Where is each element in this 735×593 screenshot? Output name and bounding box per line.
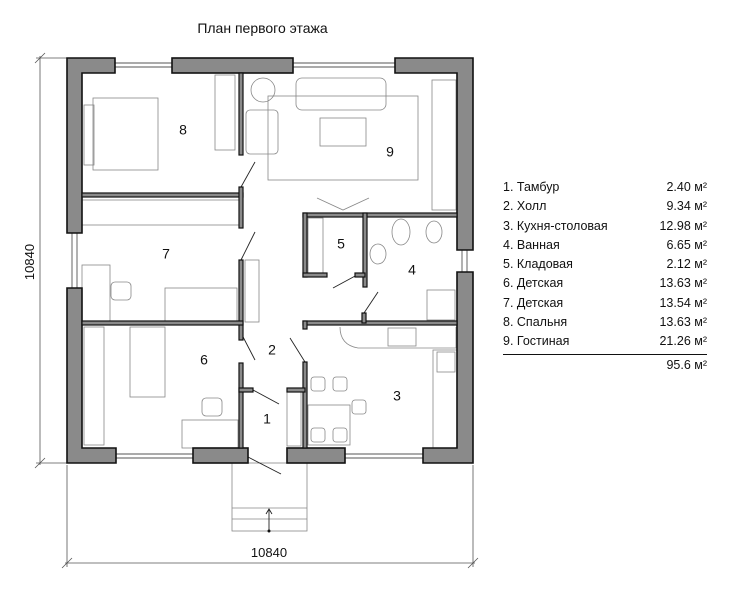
outer-walls bbox=[66, 57, 474, 464]
legend-area: 13.63 м² bbox=[659, 315, 707, 330]
desk-6 bbox=[181, 419, 239, 449]
legend-area: 6.65 м² bbox=[666, 237, 707, 252]
double-bed bbox=[92, 97, 159, 171]
room-label-7: 7 bbox=[162, 246, 170, 262]
legend-label: 1. Тамбур bbox=[503, 180, 560, 194]
dining-table bbox=[307, 404, 351, 446]
room-label-9: 9 bbox=[386, 144, 394, 160]
legend-row: 5. Кладовая 2.12 м² bbox=[503, 255, 707, 274]
rug bbox=[267, 95, 419, 181]
furniture bbox=[81, 74, 458, 449]
legend-divider bbox=[503, 353, 707, 355]
area-legend: 1. Тамбур 2.40 м² 2. Холл 9.34 м² 3. Кухня… bbox=[503, 178, 707, 375]
dimension-lines bbox=[34, 52, 479, 569]
plant bbox=[250, 77, 276, 103]
single-bed-6 bbox=[129, 326, 166, 398]
legend-label: 2. Холл bbox=[503, 199, 547, 214]
room-label-8: 8 bbox=[179, 122, 187, 138]
shelving bbox=[431, 79, 457, 211]
washbasin bbox=[369, 243, 387, 265]
legend-label: 9. Гостиная bbox=[503, 334, 570, 349]
wardrobe bbox=[214, 74, 236, 151]
legend-label: 3. Кухня-столовая bbox=[503, 218, 608, 233]
windows bbox=[71, 62, 468, 459]
chair-7 bbox=[110, 281, 132, 301]
room-label-6: 6 bbox=[200, 352, 208, 368]
legend-area: 9.34 м² bbox=[666, 199, 707, 214]
porch bbox=[231, 462, 308, 533]
legend-row: 7. Детская 13.54 м² bbox=[503, 294, 707, 313]
legend-label: 6. Детская bbox=[503, 276, 564, 291]
legend-row: 4. Ванная 6.65 м² bbox=[503, 236, 707, 255]
sofa bbox=[295, 77, 387, 111]
legend-row: 8. Спальня 13.63 м² bbox=[503, 313, 707, 332]
coffee-table bbox=[319, 117, 367, 147]
legend-label: 4. Ванная bbox=[503, 237, 560, 252]
single-bed-7 bbox=[164, 287, 238, 322]
legend-label: 7. Детская bbox=[503, 295, 564, 310]
legend-label: 5. Кладовая bbox=[503, 257, 573, 272]
legend-row: 6. Детская 13.63 м² bbox=[503, 274, 707, 293]
legend-row: 3. Кухня-столовая 12.98 м² bbox=[503, 217, 707, 236]
shower bbox=[426, 289, 456, 321]
room-label-1: 1 bbox=[263, 411, 271, 427]
dimension-height: 10840 bbox=[22, 244, 37, 280]
legend-row: 1. Тамбур 2.40 м² bbox=[503, 178, 707, 197]
dimension-width: 10840 bbox=[251, 545, 287, 560]
legend-area: 12.98 м² bbox=[659, 218, 707, 233]
interior-walls bbox=[81, 72, 458, 449]
room-label-5: 5 bbox=[337, 236, 345, 252]
legend-row: 2. Холл 9.34 м² bbox=[503, 197, 707, 216]
legend-area: 21.26 м² bbox=[659, 334, 707, 349]
room-label-2: 2 bbox=[268, 342, 276, 358]
room-label-4: 4 bbox=[408, 262, 416, 278]
wardrobe-6 bbox=[83, 326, 105, 446]
desk-7 bbox=[81, 264, 111, 322]
doors bbox=[240, 161, 379, 475]
chair-6 bbox=[201, 397, 223, 417]
bidet bbox=[425, 220, 443, 244]
plan-title: План первого этажа bbox=[197, 20, 328, 36]
legend-area: 2.40 м² bbox=[666, 180, 707, 194]
room-label-3: 3 bbox=[393, 388, 401, 404]
legend-label: 8. Спальня bbox=[503, 315, 568, 330]
storage-shelves bbox=[307, 217, 324, 274]
legend-area: 13.54 м² bbox=[659, 295, 707, 310]
wardrobe-7 bbox=[81, 199, 241, 226]
kitchen-sink bbox=[387, 327, 417, 347]
legend-total: 95.6 м² bbox=[666, 357, 707, 372]
legend-area: 2.12 м² bbox=[666, 257, 707, 272]
toilet bbox=[391, 218, 411, 246]
armchair bbox=[245, 109, 279, 155]
legend-row: 9. Гостиная 21.26 м² bbox=[503, 332, 707, 351]
legend-area: 13.63 м² bbox=[659, 276, 707, 291]
